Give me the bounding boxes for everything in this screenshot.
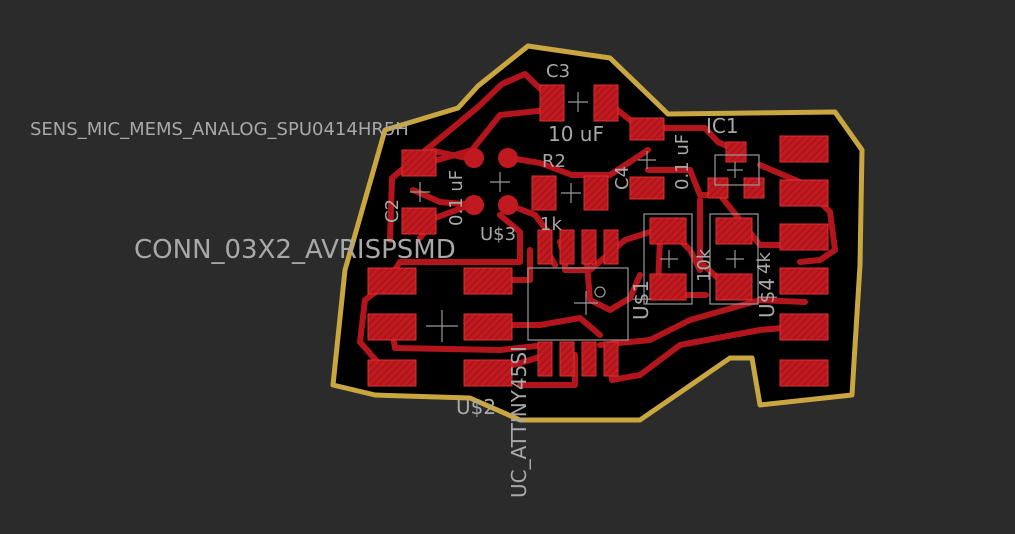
board-outline[interactable] bbox=[330, 43, 865, 423]
pad-uc-3[interactable] bbox=[581, 229, 597, 265]
pad-uc-8[interactable] bbox=[603, 341, 619, 377]
pad-u4-2[interactable] bbox=[715, 273, 753, 301]
pad-uc-4[interactable] bbox=[603, 229, 619, 265]
label-u3: U$3 bbox=[480, 224, 516, 245]
pad-header-6[interactable] bbox=[779, 359, 829, 387]
pad-ic1-1[interactable] bbox=[725, 141, 747, 163]
label-u4: U$4 bbox=[755, 278, 779, 318]
pad-isp-4[interactable] bbox=[463, 313, 513, 341]
pad-uc-6[interactable] bbox=[559, 341, 575, 377]
pad-c3-2[interactable] bbox=[593, 84, 619, 122]
pad-uc-7[interactable] bbox=[581, 341, 597, 377]
pad-isp-5[interactable] bbox=[367, 359, 417, 387]
pad-header-1[interactable] bbox=[779, 135, 829, 163]
pad-uc-1[interactable] bbox=[537, 229, 553, 265]
label-uc-part: UC_ATTINY45SI bbox=[507, 346, 531, 498]
pad-isp-3[interactable] bbox=[367, 313, 417, 341]
label-c4-value: 0.1 uF bbox=[672, 134, 693, 190]
pad-ic1-3[interactable] bbox=[743, 177, 765, 199]
pad-u1-1[interactable] bbox=[649, 217, 687, 245]
label-c3-value: 10 uF bbox=[548, 122, 604, 146]
silkscreen-marks bbox=[410, 92, 760, 342]
label-r2: R2 bbox=[542, 151, 566, 172]
pad-c2-1[interactable] bbox=[401, 149, 437, 177]
pad-header-3[interactable] bbox=[779, 223, 829, 251]
pad-u4-1[interactable] bbox=[715, 217, 753, 245]
pad-u1-2[interactable] bbox=[649, 273, 687, 301]
pad-mic-4[interactable] bbox=[498, 195, 518, 215]
label-conn-part: CONN_03X2_AVRISPSMD bbox=[134, 235, 456, 265]
pads[interactable] bbox=[367, 84, 829, 387]
pad-c4-1[interactable] bbox=[629, 117, 665, 141]
pad-mic-3[interactable] bbox=[464, 195, 484, 215]
label-ic1: IC1 bbox=[706, 114, 739, 138]
pad-mic-2[interactable] bbox=[498, 148, 518, 168]
label-u1: U$1 bbox=[629, 280, 653, 320]
pad-uc-5[interactable] bbox=[537, 341, 553, 377]
label-c3: C3 bbox=[546, 61, 570, 82]
silkscreen-labels: SENS_MIC_MEMS_ANALOG_SPU0414HR5H CONN_03… bbox=[30, 61, 779, 498]
pad-r2-2[interactable] bbox=[583, 175, 609, 211]
pad-ic1-2[interactable] bbox=[707, 177, 729, 199]
mic-pads[interactable] bbox=[464, 148, 518, 215]
label-mic-part: SENS_MIC_MEMS_ANALOG_SPU0414HR5H bbox=[30, 119, 409, 140]
pad-uc-2[interactable] bbox=[559, 229, 575, 265]
label-r-4k: 4k bbox=[754, 252, 775, 274]
label-c2: C2 bbox=[382, 199, 403, 223]
pad-header-4[interactable] bbox=[779, 267, 829, 295]
pad-c3-1[interactable] bbox=[539, 84, 565, 122]
pad-c4-2[interactable] bbox=[629, 176, 665, 200]
pad-r2-1[interactable] bbox=[531, 175, 557, 211]
label-r2-value: 1k bbox=[540, 214, 562, 235]
pad-header-2[interactable] bbox=[779, 179, 829, 207]
pad-isp-6[interactable] bbox=[463, 359, 513, 387]
label-c2-value: 0.1 uF bbox=[446, 170, 467, 226]
label-r-10k: 10k bbox=[694, 248, 715, 282]
pad-isp-2[interactable] bbox=[463, 267, 513, 295]
label-u2: U$2 bbox=[456, 395, 496, 419]
pad-c2-2[interactable] bbox=[401, 207, 437, 235]
pad-isp-1[interactable] bbox=[367, 267, 417, 295]
pad-header-5[interactable] bbox=[779, 313, 829, 341]
pad-mic-1[interactable] bbox=[464, 148, 484, 168]
label-c4: C4 bbox=[612, 166, 633, 190]
